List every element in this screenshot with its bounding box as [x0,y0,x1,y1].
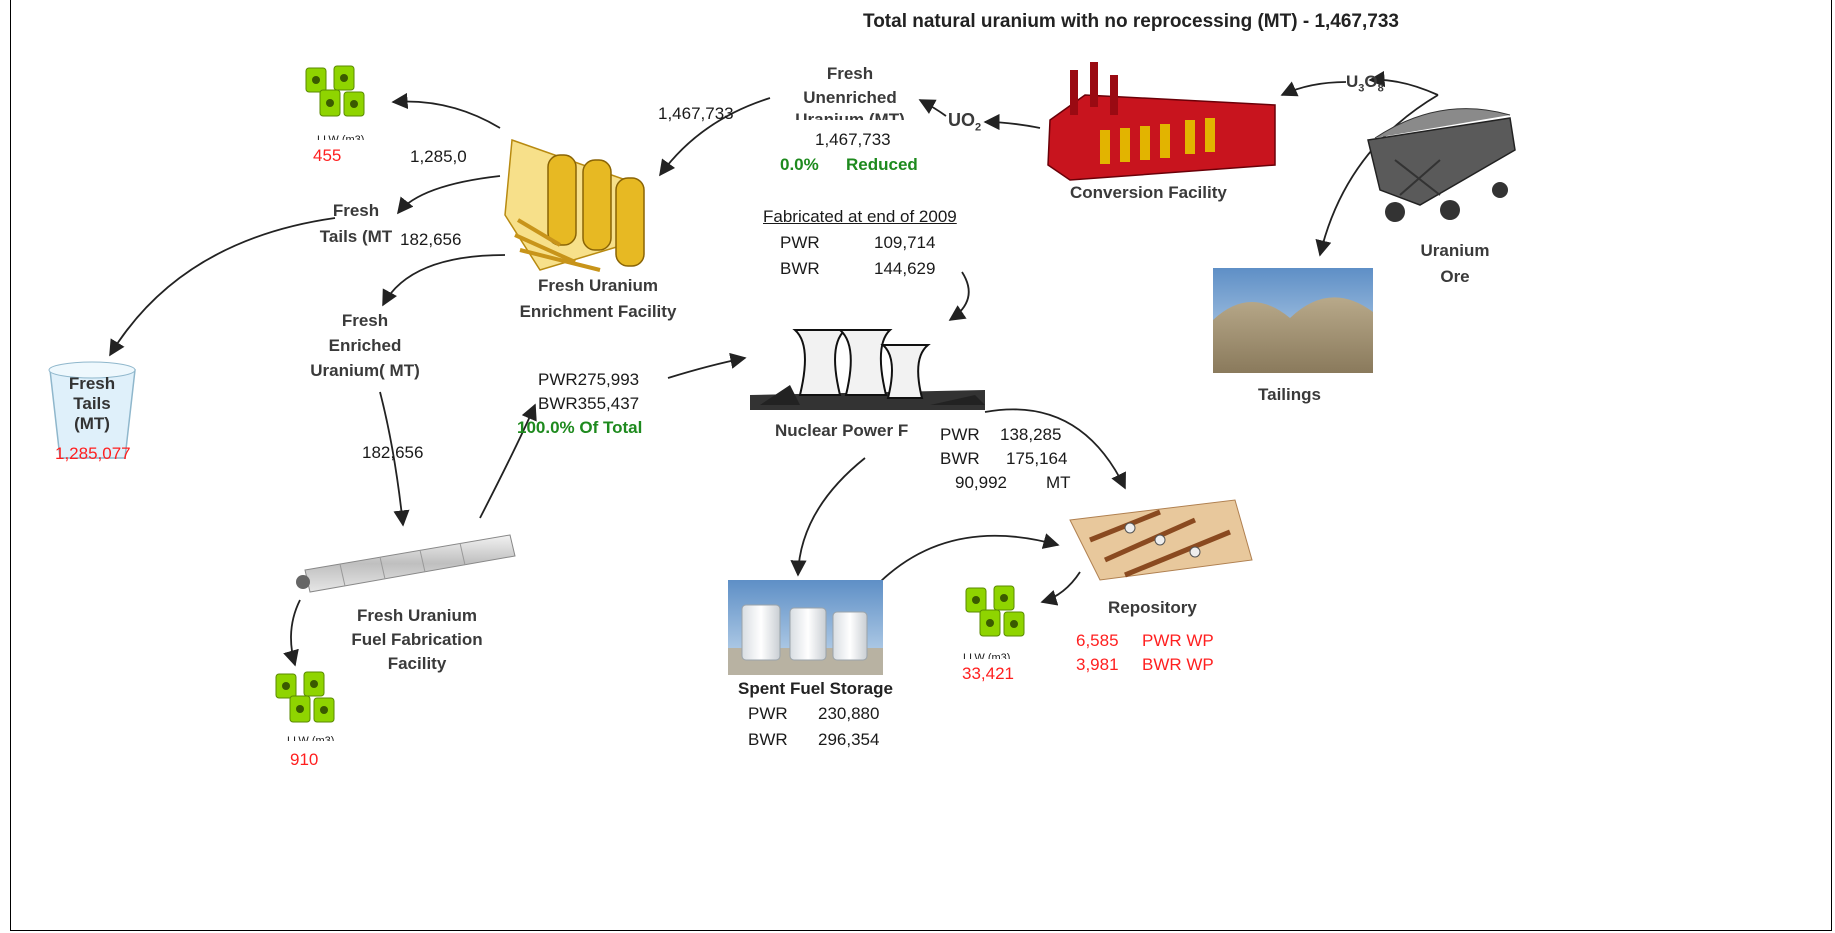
unenriched-flow-value: 1,467,733 [658,104,734,123]
repository-pwr-wp-label: PWR WP [1142,631,1214,650]
repository-pwr-wp-value: 6,585 [1076,631,1119,650]
tails-bin-illustration [48,361,136,459]
storage-pwr-label: PWR [748,704,788,723]
llw-barrels-enrichment [305,65,365,117]
to-repository-pwr-label: PWR [940,425,980,444]
llw-repository-label: LLW (m3) [963,652,1011,659]
arrow-conversion-to-uo2 [983,113,1041,131]
fabricated-pwr-label: PWR [780,233,820,252]
fabricated-bwr-value: 144,629 [874,259,936,278]
arrow-enrichment-to-tails [396,175,501,215]
arrow-ore-to-tailings [1315,94,1439,257]
llw-fabrication-value: 910 [290,750,319,769]
arrow-repository-to-llw [1040,571,1081,606]
llw-enrichment-label: LLW (m3) [317,134,365,140]
diagram-frame [10,0,1832,931]
fabricated-bwr-label: BWR [780,259,820,278]
diagram-title: Total natural uranium with no reprocessi… [863,11,1399,32]
uo2-label: UO2 [948,110,982,134]
arrow-fabrication-to-llw [283,599,301,667]
fresh-unenriched-value: 1,467,733 [815,130,891,149]
arrow-enriched-to-fabrication [379,391,410,527]
tails-bin-value: 1,285,077 [55,444,131,463]
to-reactor-bwr: BWR355,437 [538,394,640,413]
arrow-fabrication-to-reactor-b [667,352,747,379]
to-repository-mt-value: 90,992 [955,473,1007,492]
reduced-text: Reduced [846,155,918,174]
llw-repository-value: 33,421 [962,664,1014,683]
power-plant-illustration [750,329,985,410]
conversion-facility-illustration [1047,62,1276,181]
to-repository-mt-unit: MT [1046,473,1071,492]
arrow-unenriched-to-enrichment [659,97,771,177]
arrow-reactor-to-repository [984,408,1126,490]
fabricated-heading: Fabricated at end of 2009 [763,207,957,226]
tailings-illustration [1213,268,1373,373]
to-repository-bwr-value: 175,164 [1006,449,1068,468]
repository-bwr-wp-value: 3,981 [1076,655,1119,674]
u3o8-label: U3O8 [1346,72,1384,95]
llw-fabrication-label: LLW (m3) [287,735,335,741]
conversion-facility-label: Conversion Facility [1070,183,1227,202]
enriched-flow-value: 182,656 [362,443,424,462]
arrow-reactor-to-storage [790,457,866,577]
arrow-storage-to-repository [879,533,1060,583]
arrow-fabricated-to-reactor [948,271,970,321]
arrow-enrichment-to-llw [391,92,501,129]
arrow-ore-to-u3o8 [1368,70,1439,96]
enrichment-facility-illustration [504,138,645,272]
to-reactor-percent: 100.0% Of Total [517,418,643,437]
to-repository-bwr-label: BWR [940,449,980,468]
storage-label: Spent Fuel Storage [738,679,893,698]
llw-barrels-fabrication [275,671,335,723]
arrow-tails-to-bin [109,217,336,357]
arrow-enrichment-to-enriched [382,254,506,307]
storage-bwr-value: 296,354 [818,730,880,749]
enrichment-llw-flow-value: 1,285,0 [410,147,467,166]
repository-illustration [1069,499,1253,581]
storage-pwr-value: 230,880 [818,704,880,723]
tails-flow-value: 182,656 [400,230,462,249]
arrow-fabrication-to-reactor-a [479,403,537,519]
llw-barrels-repository [965,585,1025,637]
llw-enrichment-value: 455 [313,146,342,165]
power-plant-label: Nuclear Power F [775,421,909,440]
tailings-label: Tailings [1258,385,1321,404]
spent-fuel-storage-illustration [728,580,883,675]
to-reactor-pwr: PWR275,993 [538,370,640,389]
repository-bwr-wp-label: BWR WP [1142,655,1214,674]
repository-label: Repository [1108,598,1197,617]
to-repository-pwr-value: 138,285 [1000,425,1062,444]
reduced-percent: 0.0% [780,155,819,174]
fresh-unenriched-label: Fresh Unenriched Uranium (MT) [795,64,905,120]
fabricated-pwr-value: 109,714 [874,233,936,252]
ore-cart-illustration [1367,108,1516,222]
fuel-rod-illustration [296,534,516,593]
storage-bwr-label: BWR [748,730,788,749]
